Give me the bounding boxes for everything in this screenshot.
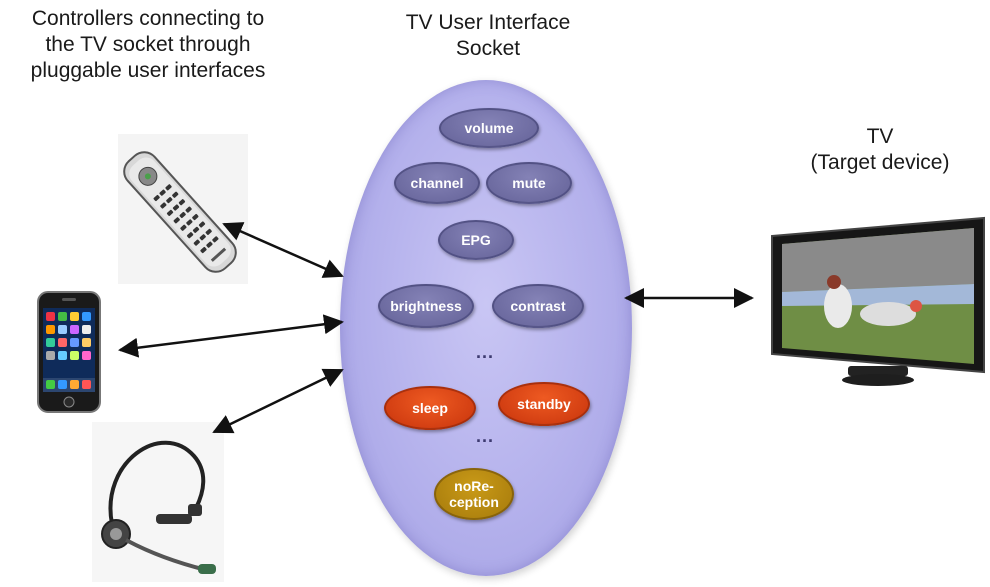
remote-socket-arrow <box>222 222 344 278</box>
smartphone-icon <box>37 291 101 413</box>
function-epg: EPG <box>438 220 514 260</box>
controllers-caption: Controllers connecting to the TV socket … <box>8 6 288 84</box>
tv-user-interface-socket: volume channel mute EPG brightness contr… <box>340 80 632 576</box>
phone-socket-arrow <box>118 314 344 358</box>
function-contrast: contrast <box>492 284 584 328</box>
tv-caption-line-1: TV <box>866 125 894 148</box>
noreception-line-1: noRe- <box>454 478 494 494</box>
controllers-caption-line-2: the TV socket through <box>45 33 251 56</box>
headset-image <box>92 422 224 582</box>
socket-caption: TV User Interface Socket <box>388 10 588 62</box>
socket-caption-line-1: TV User Interface <box>405 11 571 34</box>
ellipsis-2: ... <box>475 426 494 446</box>
function-standby: standby <box>498 382 590 426</box>
headset-socket-arrow <box>212 368 344 434</box>
headset-icon <box>92 422 224 582</box>
function-channel: channel <box>394 162 480 204</box>
function-brightness: brightness <box>378 284 474 328</box>
smartphone-image <box>32 290 106 414</box>
function-sleep: sleep <box>384 386 476 430</box>
noreception-line-2: ception <box>449 494 499 510</box>
function-volume: volume <box>439 108 539 148</box>
controllers-caption-line-1: Controllers connecting to <box>31 7 265 30</box>
ellipsis-1: ... <box>475 342 494 362</box>
function-noreception: noRe- ception <box>434 468 514 520</box>
tv-image <box>768 214 988 390</box>
socket-caption-line-2: Socket <box>455 37 521 60</box>
tv-caption-line-2: (Target device) <box>810 151 950 174</box>
controllers-caption-line-3: pluggable user interfaces <box>30 59 266 82</box>
function-mute: mute <box>486 162 572 204</box>
tv-caption: TV (Target device) <box>780 124 980 176</box>
flat-screen-tv-icon <box>771 216 985 386</box>
